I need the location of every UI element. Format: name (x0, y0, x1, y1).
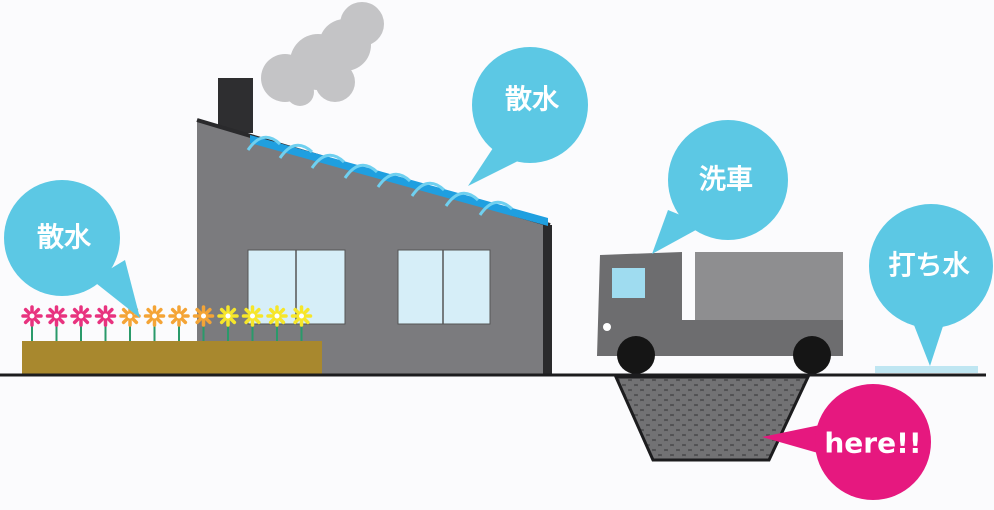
bubble-label: 散水 (505, 85, 560, 116)
speech-bubble-roof-watering: 散水 (468, 47, 588, 186)
truck-front-wheel (617, 336, 655, 374)
house-right-edge (543, 225, 552, 374)
speech-bubble-car-wash: 洗車 (652, 120, 788, 254)
bubble-label: 打ち水 (889, 251, 971, 282)
bubble-label: 散水 (37, 223, 92, 254)
truck-headlight (603, 323, 611, 331)
water-puddle (875, 366, 978, 373)
flower (70, 305, 92, 341)
speech-bubble-road-sprinkling: 打ち水 (869, 204, 993, 366)
bubble-label-here: here!! (824, 427, 921, 460)
flower (241, 305, 264, 341)
flower (94, 305, 117, 341)
house-window-right (397, 249, 491, 325)
roof-water-sprays (246, 135, 514, 216)
flower (290, 305, 313, 341)
bubble-label: 洗車 (699, 165, 753, 196)
flower (143, 305, 166, 341)
flower (21, 305, 43, 341)
rainwater-storage-pit (613, 375, 811, 462)
truck-window (612, 268, 645, 298)
truck-cab (597, 252, 843, 356)
flower (217, 305, 239, 341)
truck-box (695, 252, 843, 332)
speech-bubble-here: here!! (762, 384, 931, 500)
speech-bubble-garden-watering: 散水 (4, 180, 140, 318)
chimney (218, 78, 253, 133)
flower (168, 305, 190, 341)
planter-box (22, 341, 322, 374)
flower-row (21, 305, 313, 341)
flower (266, 305, 288, 341)
flower (192, 305, 215, 341)
smoke-cloud (261, 2, 384, 106)
truck-rear-wheel (793, 336, 831, 374)
flower (45, 305, 68, 341)
truck (597, 252, 843, 374)
